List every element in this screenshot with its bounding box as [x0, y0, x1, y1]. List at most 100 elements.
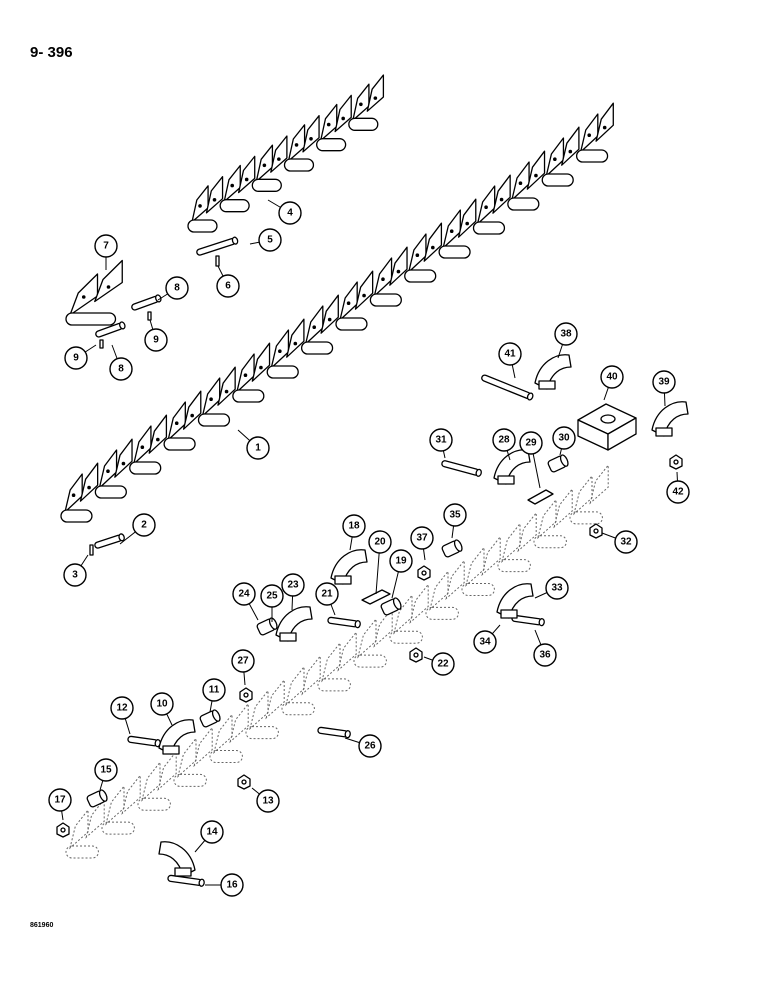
callout-circle — [552, 426, 576, 450]
chain-pin-hole — [326, 122, 331, 127]
callout-label: 40 — [606, 372, 618, 383]
nut-hole — [243, 692, 249, 698]
chain-roller — [497, 559, 531, 573]
callout-circle — [202, 678, 226, 702]
chain-link-plate — [64, 473, 83, 513]
pin-end — [475, 468, 482, 477]
callout-27: 27 — [231, 649, 255, 686]
callout-label: 25 — [266, 591, 278, 602]
callout-label: 9 — [73, 353, 79, 364]
chain-pin-hole — [327, 317, 332, 322]
chain-link-plate — [561, 126, 580, 166]
callout-label: 15 — [100, 765, 112, 776]
callout-circle — [429, 428, 453, 452]
chain-link-plate — [481, 535, 501, 577]
pin-end — [344, 730, 351, 739]
chain-link-plate — [251, 342, 271, 382]
callout-42: 42 — [666, 471, 690, 504]
callout-circle — [281, 573, 305, 597]
chain-pin-hole — [381, 277, 385, 282]
chain-link-plate — [270, 329, 290, 369]
page-number: 9- 396 — [30, 44, 73, 61]
chain-pin-hole — [312, 325, 317, 330]
callout-label: 34 — [479, 637, 491, 648]
callout-30: 30 — [552, 426, 576, 456]
callout-24: 24 — [232, 582, 259, 621]
callout-14: 14 — [194, 820, 224, 853]
chain-pin-hole — [431, 245, 435, 250]
chain-pin-hole — [553, 157, 557, 161]
chain-link-plate — [393, 593, 413, 635]
chain-link-plate — [334, 94, 352, 133]
cotter-pin-3 — [89, 544, 94, 556]
callout-circle — [533, 643, 557, 667]
bolt-26 — [317, 726, 351, 739]
chain-pin-hole — [243, 373, 248, 378]
cotter-pin-6 — [215, 255, 220, 267]
callout-circle — [231, 649, 255, 673]
callout-label: 13 — [262, 796, 274, 807]
callout-label: 33 — [551, 583, 563, 594]
block-front — [607, 417, 637, 451]
callout-label: 39 — [658, 377, 670, 388]
chain-pin-hole — [396, 269, 401, 274]
chain-link-plate — [501, 522, 521, 564]
chain-link-plate — [408, 233, 427, 273]
callout-circle — [258, 228, 282, 252]
callout-12: 12 — [110, 696, 134, 735]
chain-link-plate — [98, 449, 118, 489]
callout-38: 38 — [554, 322, 578, 359]
chain-link-plate — [389, 246, 408, 286]
chain-pin-hole — [244, 177, 249, 182]
chain-roller — [404, 269, 437, 283]
callout-circle — [132, 513, 156, 537]
chain-link-plate — [114, 438, 133, 478]
callout-circle — [110, 696, 134, 720]
callout-6: 6 — [216, 265, 240, 298]
chain-link-plate — [249, 689, 269, 731]
chain-link-plate — [85, 797, 105, 839]
chain-link-plate — [304, 305, 324, 345]
chain-pin-hole — [518, 181, 523, 185]
chain-roller — [369, 293, 402, 307]
chain-link-plate — [79, 462, 99, 502]
callout-label: 1 — [255, 443, 261, 454]
callout-label: 22 — [437, 659, 449, 670]
bushing-30 — [547, 454, 569, 473]
callout-label: 11 — [209, 685, 220, 696]
callout-29: 29 — [519, 431, 543, 489]
lug-14 — [158, 841, 196, 877]
bushing-end — [453, 539, 463, 552]
chain-link-plate — [579, 113, 599, 153]
chain-pin-hole — [190, 413, 194, 418]
callout-label: 9 — [153, 335, 159, 346]
callout-circle — [545, 576, 569, 600]
callout-circle — [498, 342, 522, 366]
chain-roller — [232, 389, 265, 403]
chain-pin-hole — [499, 197, 504, 202]
callout-32: 32 — [601, 530, 638, 554]
chain-strand-phantom — [65, 463, 609, 859]
chain-pin-hole — [449, 229, 454, 233]
bushing-end — [98, 789, 108, 802]
bushing-11 — [199, 709, 221, 728]
nut-42 — [669, 454, 683, 470]
callout-circle — [600, 365, 624, 389]
chain-pin-hole — [465, 221, 469, 226]
lug-28 — [493, 449, 531, 485]
chain-link-plate — [286, 318, 305, 358]
chain-roller — [348, 117, 379, 131]
callout-circle — [431, 652, 455, 676]
pin-body — [127, 735, 159, 747]
chain-link-plate — [445, 559, 465, 601]
callout-label: 5 — [267, 235, 273, 246]
chain-link-plate — [302, 115, 320, 153]
callout-label: 14 — [206, 827, 218, 838]
callout-9: 9 — [64, 344, 97, 370]
chain-link-plate — [321, 641, 341, 683]
chain-pin-hole — [121, 461, 126, 466]
pin-body — [327, 616, 359, 628]
callout-circle — [246, 436, 270, 460]
chain-roller — [251, 178, 282, 192]
chain-link-plate — [205, 176, 224, 214]
